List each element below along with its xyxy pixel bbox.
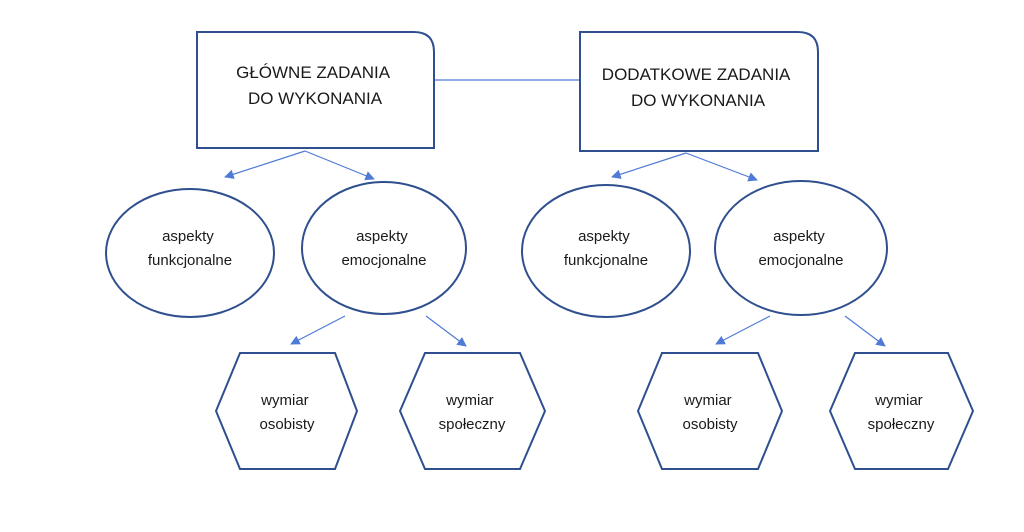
additional-jobs-box: [579, 31, 819, 152]
arrow-to-emotional-left: [304, 150, 375, 181]
functional-aspects-text-right: aspekty funkcjonalne: [564, 228, 648, 269]
arrow-to-social-left: [425, 315, 467, 347]
additional-jobs-box-text: DODATKOWE ZADANIA DO WYKONANIA: [602, 65, 794, 110]
left-branch: GŁÓWNE ZADANIA DO WYKONANIA aspekty funk…: [105, 31, 547, 470]
emotional-aspects-text-right: aspekty emocjonalne: [758, 228, 843, 269]
arrow-to-functional-right: [611, 152, 687, 179]
main-jobs-box: [196, 31, 435, 149]
emotional-aspects-ellipse-left: [301, 181, 467, 315]
arrow-to-personal-right: [715, 315, 771, 345]
emotional-aspects-ellipse-right: [714, 180, 888, 316]
functional-aspects-ellipse-right: [521, 184, 691, 318]
arrow-to-social-right: [844, 315, 886, 347]
functional-aspects-text-left: aspekty funkcjonalne: [148, 228, 232, 269]
personal-dimension-text-left: wymiar osobisty: [259, 392, 315, 433]
arrow-to-functional-left: [224, 150, 306, 179]
personal-dimension-text-right: wymiar osobisty: [682, 392, 738, 433]
right-branch: DODATKOWE ZADANIA DO WYKONANIA aspekty f…: [521, 31, 975, 470]
emotional-aspects-text-left: aspekty emocjonalne: [341, 228, 426, 269]
social-dimension-hexagon-right: [828, 352, 975, 470]
personal-dimension-hexagon-left: [214, 352, 359, 470]
personal-dimension-hexagon-right: [636, 352, 784, 470]
arrow-to-emotional-right: [685, 152, 758, 182]
social-dimension-text-left: wymiar społeczny: [439, 392, 506, 433]
social-dimension-hexagon-left: [398, 352, 547, 470]
main-jobs-box-text: GŁÓWNE ZADANIA DO WYKONANIA: [236, 63, 394, 108]
functional-aspects-ellipse-left: [105, 188, 275, 318]
arrow-to-personal-left: [290, 315, 346, 345]
social-dimension-text-right: wymiar społeczny: [868, 392, 935, 433]
